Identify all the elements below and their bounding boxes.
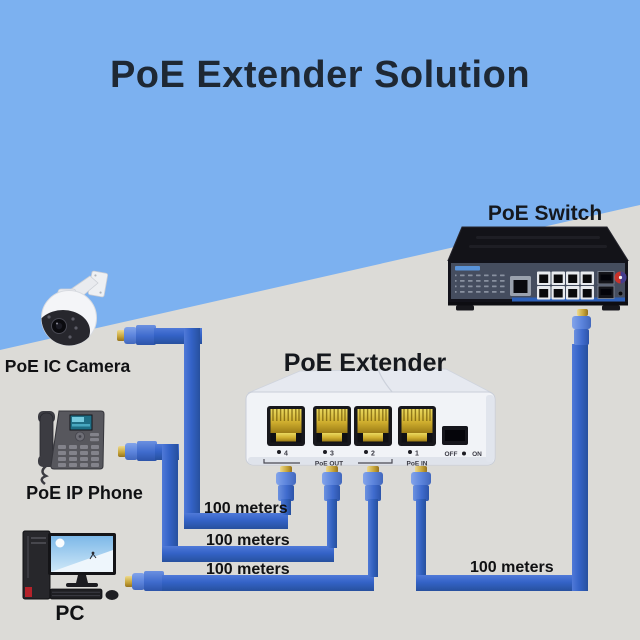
switch-plug-head [572,316,591,329]
port3-plug-head [322,472,342,485]
switch-plug-body [574,329,589,345]
phone-body [50,410,105,470]
diagram-title: PoE Extender Solution [109,54,531,96]
on-label: ON [472,451,482,458]
switch-uplink-port [510,276,531,296]
switch-cable-length: 100 meters [470,559,554,576]
cable-phone-run-3 [162,546,334,562]
phone-plug-head [125,443,138,460]
switch-brand-mark [455,266,480,271]
switch-sfp-ports [597,271,615,299]
pc-keyboard [49,588,103,600]
cable-camera-run-2 [184,328,200,529]
port3-plug-tip [326,466,338,473]
camera-label: PoE IC Camera [4,356,131,376]
camera-lens [47,315,78,339]
off-label: OFF [445,451,458,458]
port-number-2: 2 [371,451,375,458]
phone-plug-tip [118,446,126,457]
switch-plug-tip [577,309,588,316]
switch-label: PoE Switch [487,202,603,225]
pc-mouse [105,590,119,600]
cable-pc-run-1 [162,575,374,591]
pc-cable-length: 100 meters [206,561,290,578]
pc-device [22,530,119,600]
switch-reset-button [617,290,624,297]
extender-port-leds [277,450,466,456]
camera-plug-tip [117,330,125,341]
camera-dome [41,290,97,346]
pc-label: PC [55,602,85,625]
pc-tower [22,530,51,600]
poe-switch-device [447,226,629,311]
cable-phone-run-2 [162,444,178,562]
port1-plug-body [413,485,429,501]
port2-plug-tip [367,466,379,473]
phone-label: PoE IP Phone [26,483,143,503]
switch-led-panel [455,273,505,296]
phone-cable-length: 100 meters [206,532,290,549]
extender-poe-out-bracket [263,459,393,464]
phone-plug-body [137,441,157,461]
port4-plug-body [278,485,294,501]
port4-plug-stem [281,499,291,515]
pc-monitor [48,533,116,587]
port4-plug-head [276,472,296,485]
switch-logo [614,271,627,284]
extender-label: PoE Extender [283,349,447,377]
camera-plug-body [136,325,156,345]
port2-plug-head [363,472,383,485]
port4-plug-tip [280,466,292,473]
cable-switch-run-2 [572,344,588,591]
port1-plug-stem [416,499,426,577]
port-number-1: 1 [415,451,419,458]
poe-extender-device: 4 3 2 1 PoE OUT PoE IN OFF ON [245,368,496,468]
cable-switch-run-1 [416,575,588,591]
port2-plug-stem [368,499,378,577]
port3-plug-body [324,485,340,501]
poe-out-label: PoE OUT [315,461,343,468]
pc-plug-body [144,571,164,591]
port1-plug-tip [415,466,427,473]
port3-plug-stem [327,499,337,548]
extender-sfp-port [442,426,468,445]
phone-keypad [58,445,99,467]
camera-plug-head [124,327,137,344]
port2-plug-body [365,485,381,501]
pc-plug-head [132,573,145,590]
port-number-4: 4 [284,451,288,458]
port-number-3: 3 [330,451,334,458]
cable-camera-run-3 [184,513,288,529]
poe-camera-device [41,270,109,346]
poe-in-label: PoE IN [407,461,428,468]
pc-plug-tip [125,576,133,587]
phone-handset [38,411,55,485]
port1-plug-head [411,472,431,485]
camera-cable-length: 100 meters [204,500,288,517]
extender-port-labels: 4 3 2 1 [284,451,419,458]
poe-phone-device [38,410,105,485]
